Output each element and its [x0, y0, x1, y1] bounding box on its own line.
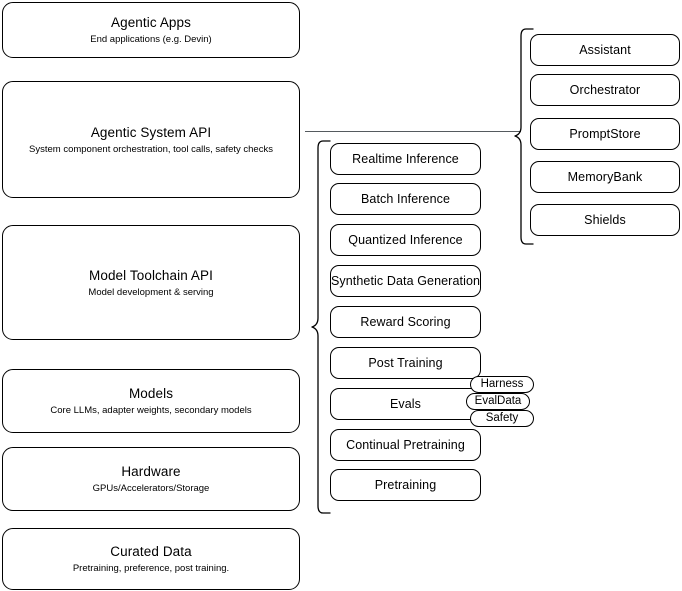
component-title: Assistant — [579, 42, 631, 57]
evals-badge-harness[interactable]: Harness — [470, 376, 534, 393]
capability-box-batch-inference[interactable]: Batch Inference — [330, 183, 481, 215]
layer-title: Models — [128, 386, 174, 401]
evals-badge-safety[interactable]: Safety — [470, 410, 534, 427]
component-box-shields[interactable]: Shields — [530, 204, 680, 236]
layer-subtitle: Pretraining, preference, post training. — [72, 563, 230, 574]
layer-subtitle: Model development & serving — [88, 286, 214, 298]
layer-title: Model Toolchain API — [89, 267, 213, 283]
capability-title: Batch Inference — [360, 191, 451, 206]
capability-box-synthetic-data-generation[interactable]: Synthetic Data Generation — [330, 265, 481, 297]
component-title: Shields — [584, 212, 626, 227]
capability-title: Evals — [389, 396, 422, 411]
component-box-orchestrator[interactable]: Orchestrator — [530, 74, 680, 106]
layer-box-agentic-system-api[interactable]: Agentic System API System component orch… — [2, 81, 300, 198]
layer-subtitle: GPUs/Accelerators/Storage — [92, 483, 210, 494]
layer-title: Agentic Apps — [110, 15, 191, 30]
layer-box-curated-data[interactable]: Curated Data Pretraining, preference, po… — [2, 528, 300, 590]
layer-title: Agentic System API — [90, 124, 212, 140]
capability-title: Continual Pretraining — [346, 437, 465, 452]
layer-box-agentic-apps[interactable]: Agentic Apps End applications (e.g. Devi… — [2, 2, 300, 58]
brace-model-toolchain — [311, 140, 331, 515]
capability-title: Post Training — [368, 355, 443, 370]
capability-box-evals[interactable]: Evals — [330, 388, 481, 420]
capability-box-post-training[interactable]: Post Training — [330, 347, 481, 379]
component-title: Orchestrator — [569, 82, 641, 97]
connector-line-system-api-to-components — [305, 131, 521, 132]
capability-box-quantized-inference[interactable]: Quantized Inference — [330, 224, 481, 256]
layer-title: Curated Data — [110, 544, 192, 559]
layer-box-models[interactable]: Models Core LLMs, adapter weights, secon… — [2, 369, 300, 433]
layer-box-hardware[interactable]: Hardware GPUs/Accelerators/Storage — [2, 447, 300, 511]
layer-box-model-toolchain-api[interactable]: Model Toolchain API Model development & … — [2, 225, 300, 340]
capability-title: Realtime Inference — [352, 151, 459, 166]
capability-box-pretraining[interactable]: Pretraining — [330, 469, 481, 501]
component-box-assistant[interactable]: Assistant — [530, 34, 680, 66]
brace-agentic-system-components — [514, 28, 534, 246]
component-box-promptstore[interactable]: PromptStore — [530, 118, 680, 150]
capability-box-reward-scoring[interactable]: Reward Scoring — [330, 306, 481, 338]
layer-subtitle: Core LLMs, adapter weights, secondary mo… — [50, 405, 252, 416]
layer-subtitle: End applications (e.g. Devin) — [90, 34, 212, 45]
capability-box-continual-pretraining[interactable]: Continual Pretraining — [330, 429, 481, 461]
component-title: PromptStore — [569, 126, 641, 141]
capability-title: Quantized Inference — [348, 232, 463, 247]
capability-title: Pretraining — [374, 477, 437, 492]
component-box-memorybank[interactable]: MemoryBank — [530, 161, 680, 193]
component-title: MemoryBank — [567, 169, 643, 184]
evals-badge-evaldata[interactable]: EvalData — [466, 393, 530, 410]
capability-title: Reward Scoring — [360, 314, 451, 329]
capability-title: Synthetic Data Generation — [330, 273, 481, 288]
layer-subtitle: System component orchestration, tool cal… — [29, 143, 273, 155]
capability-box-realtime-inference[interactable]: Realtime Inference — [330, 143, 481, 175]
layer-title: Hardware — [121, 464, 181, 479]
